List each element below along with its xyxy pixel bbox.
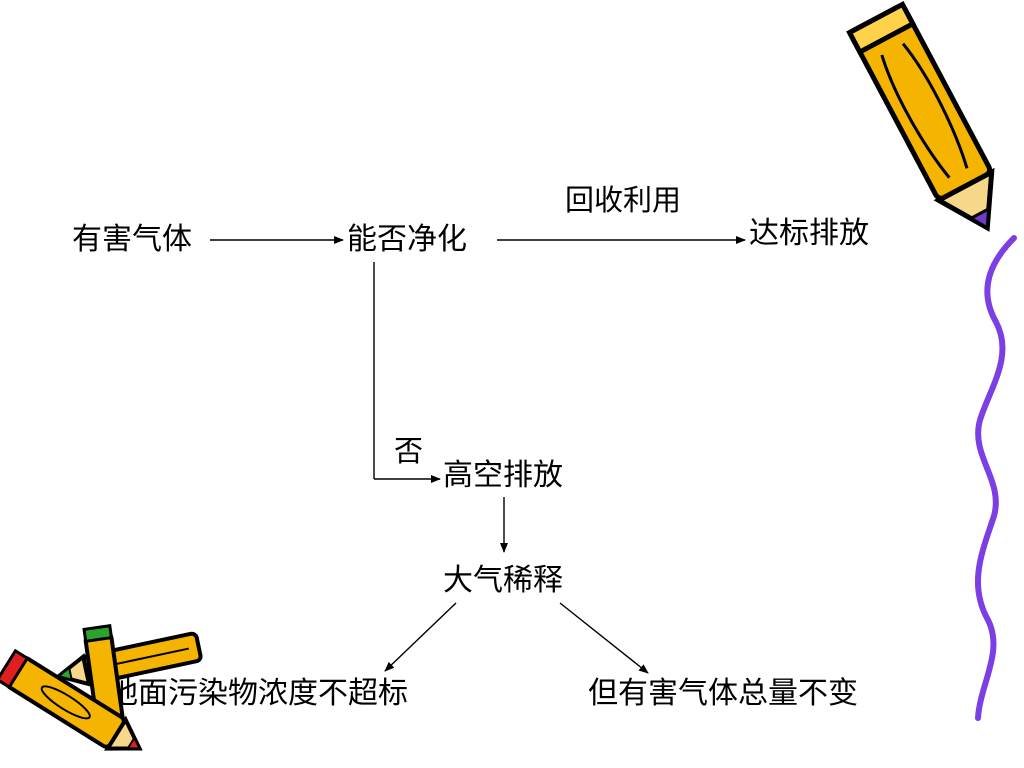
arrow-dilute-to-ground bbox=[384, 602, 457, 672]
node-meets-standard: 达标排放 bbox=[749, 216, 869, 251]
arrow-dilute-to-total bbox=[559, 602, 649, 674]
node-dilution: 大气稀释 bbox=[443, 563, 563, 598]
node-can-purify: 能否净化 bbox=[347, 222, 467, 257]
node-high-altitude: 高空排放 bbox=[443, 458, 563, 493]
edge-label-recycle: 回收利用 bbox=[565, 183, 682, 217]
node-total-unchanged: 但有害气体总量不变 bbox=[588, 676, 858, 711]
edge-label-no: 否 bbox=[394, 434, 424, 468]
node-ground-level: 地面污染物浓度不超标 bbox=[108, 676, 408, 711]
node-harmful-gas: 有害气体 bbox=[72, 222, 192, 257]
